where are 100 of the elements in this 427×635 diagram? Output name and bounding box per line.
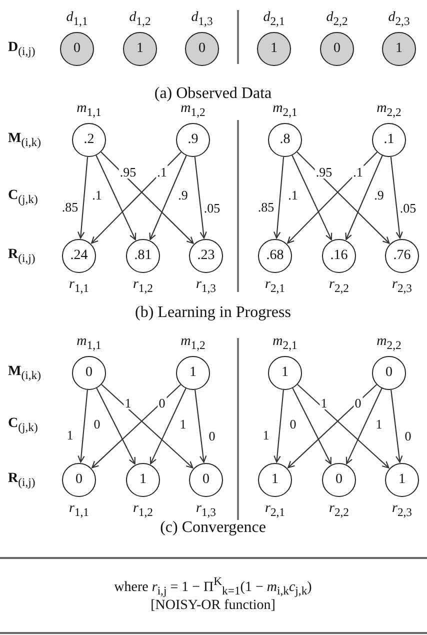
arrow [149, 155, 187, 240]
arrow [96, 155, 136, 240]
edge-label: 1 [374, 417, 384, 430]
node-label: d$_{1,1}$ [66, 10, 88, 28]
edge-label: .95 [118, 166, 138, 178]
node-label: r$_{1,3}$ [196, 277, 216, 295]
variable-node: 1 [126, 463, 160, 497]
node-label: r$_{2,3}$ [392, 277, 412, 295]
edge-label: .1 [352, 166, 364, 178]
variable-node: 0 [72, 356, 106, 390]
arrow [346, 388, 382, 464]
node-label: m$_{2,1}$ [272, 101, 298, 119]
edge-label: 1 [66, 428, 74, 442]
node-label: r$_{2,2}$ [328, 501, 350, 519]
node-label: r$_{2,1}$ [264, 277, 286, 295]
edge-label: .9 [373, 188, 385, 202]
node-label: d$_{1,3}$ [191, 10, 213, 28]
observed-node: 0 [60, 32, 94, 66]
arrow [96, 388, 136, 464]
node-label: m$_{2,1}$ [272, 334, 298, 352]
node-label: r$_{2,1}$ [264, 501, 286, 519]
node-label: m$_{1,1}$ [76, 334, 102, 352]
variable-node: .76 [385, 239, 419, 273]
variable-node: .16 [322, 239, 356, 273]
observed-node: 1 [382, 32, 416, 66]
variable-node: 1 [385, 463, 419, 497]
variable-node: 0 [372, 356, 406, 390]
node-label: r$_{1,3}$ [196, 501, 216, 519]
node-label: d$_{1,2}$ [129, 10, 151, 28]
edge-label: .9 [177, 188, 189, 202]
node-label: m$_{1,2}$ [180, 334, 206, 352]
edge-label: .05 [398, 202, 418, 214]
row-label: C$_{(j,k)}$ [8, 188, 38, 206]
edge-label: 1 [320, 396, 328, 410]
edge-label: .1 [156, 166, 168, 178]
row-label: C$_{(j,k)}$ [8, 416, 38, 434]
panel-caption: (c) Convergence [160, 519, 266, 537]
variable-node: .9 [176, 123, 210, 157]
row-label: R$_{(i,j)}$ [8, 247, 36, 265]
variable-node: .24 [62, 239, 96, 273]
arrow [77, 156, 88, 239]
variable-node: .81 [126, 239, 160, 273]
arrow [78, 390, 88, 463]
panel-caption: (b) Learning in Progress [135, 304, 291, 322]
variable-node: 0 [62, 463, 96, 497]
edge-label: 0 [404, 429, 412, 442]
panel-caption: (a) Observed Data [154, 85, 272, 103]
observed-node: 1 [257, 32, 291, 66]
arrow [390, 390, 403, 463]
node-label: d$_{2,2}$ [326, 10, 348, 28]
node-label: d$_{2,3}$ [388, 10, 410, 28]
edge-label: 1 [124, 396, 132, 410]
arrow [297, 384, 390, 468]
arrow [194, 390, 207, 463]
variable-node: 0 [322, 463, 356, 497]
node-label: m$_{1,1}$ [76, 101, 102, 119]
arrow [100, 152, 194, 244]
edge-label: .05 [202, 202, 222, 214]
node-label: m$_{1,2}$ [180, 101, 206, 119]
row-label: D$_{(i,j)}$ [8, 40, 36, 58]
variable-node: .23 [189, 239, 223, 273]
row-label: M$_{(i,k)}$ [8, 364, 41, 382]
arrow [296, 152, 390, 244]
arrow [345, 155, 383, 240]
arrow [287, 152, 378, 244]
observed-node: 0 [185, 32, 219, 66]
edge-label: 0 [92, 417, 102, 430]
edge-label: 0 [158, 396, 166, 410]
node-label: r$_{1,2}$ [132, 277, 154, 295]
edge-label: 0 [288, 417, 298, 430]
edge-label: 1 [178, 417, 188, 430]
arrow [274, 390, 284, 463]
variable-node: .2 [72, 123, 106, 157]
formula-text: [NOISY-OR function] [150, 598, 276, 614]
edge-label: .95 [314, 166, 334, 178]
arrow [101, 384, 194, 468]
arrow [292, 155, 332, 240]
arrow [390, 156, 403, 239]
edge-label: .1 [91, 188, 103, 202]
arrow [288, 384, 377, 468]
variable-node: .1 [372, 123, 406, 157]
edge-label: .1 [287, 188, 299, 202]
node-label: r$_{2,2}$ [328, 277, 350, 295]
node-label: m$_{2,2}$ [376, 101, 402, 119]
observed-node: 1 [123, 32, 157, 66]
arrow [92, 384, 181, 468]
arrow [273, 156, 284, 239]
node-label: d$_{2,1}$ [263, 10, 285, 28]
edge-label: 1 [262, 428, 270, 442]
arrow [292, 388, 332, 464]
node-label: r$_{1,1}$ [68, 501, 90, 519]
formula-text: where r$_{i,j}$ = 1 − Π$^{K}$$_{k=1}$(1 − m$_{i,k}$c$_{j,k}$) [114, 574, 312, 598]
edge-label: .85 [60, 200, 80, 214]
node-label: r$_{1,2}$ [132, 501, 154, 519]
variable-node: 1 [268, 356, 302, 390]
variable-node: .8 [268, 123, 302, 157]
row-label: M$_{(i,k)}$ [8, 131, 41, 149]
arrow [194, 156, 207, 239]
arrow [150, 388, 186, 464]
node-label: m$_{2,2}$ [376, 334, 402, 352]
